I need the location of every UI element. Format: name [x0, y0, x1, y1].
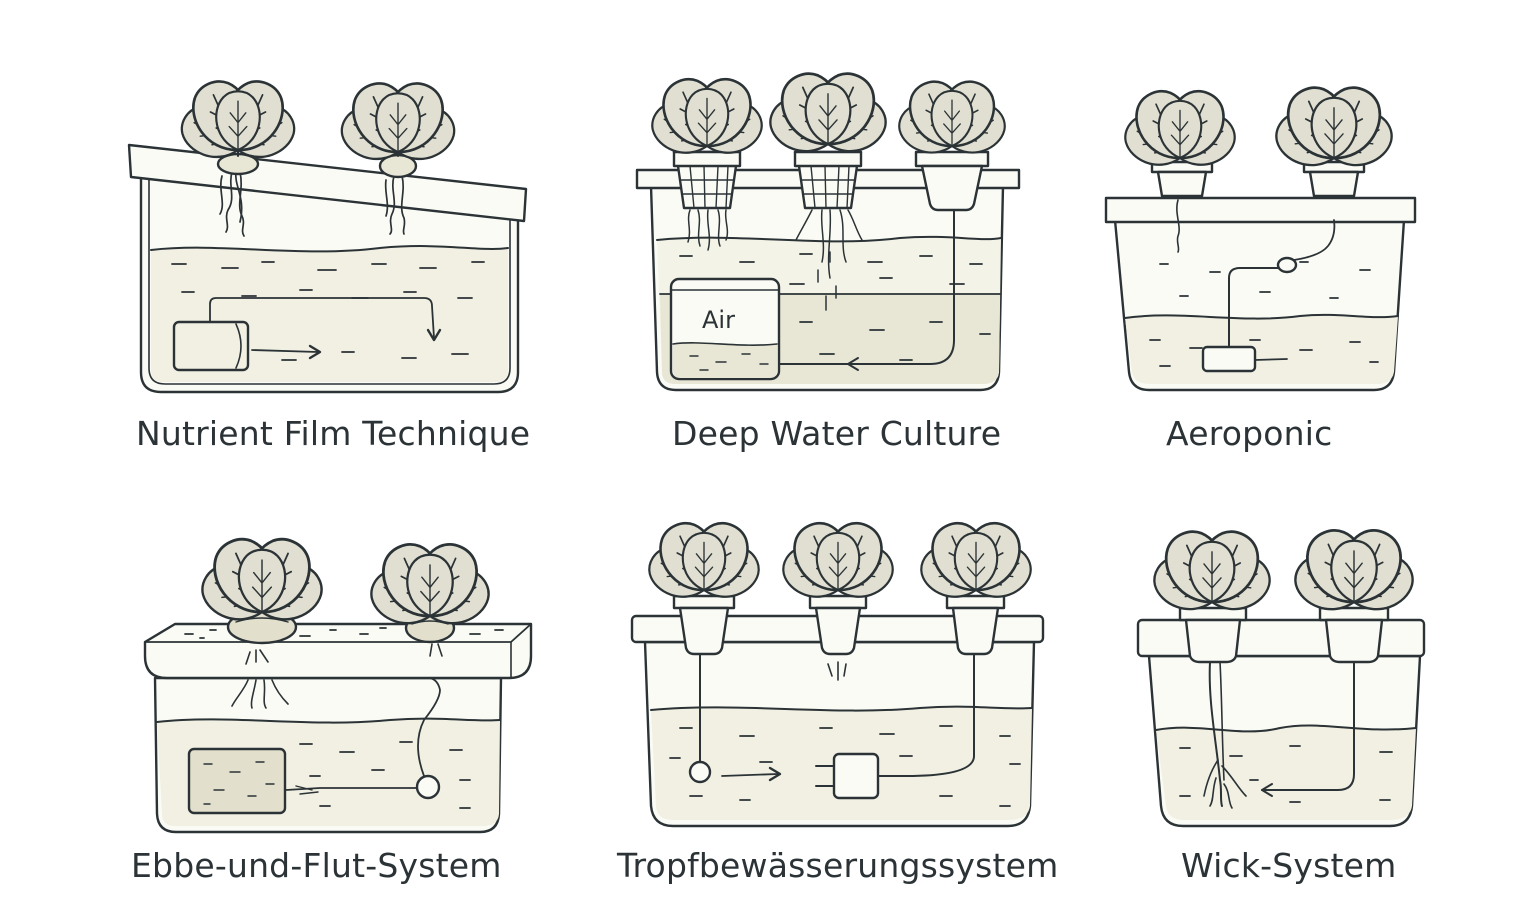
aeroponic-mister — [1276, 256, 1298, 274]
dwc-illustration — [635, 65, 1021, 392]
ebb-flow-illustration — [143, 530, 533, 834]
nft-illustration — [127, 73, 528, 394]
aeroponic-illustration — [1104, 79, 1417, 392]
label-ebb-flow: Ebbe-und-Flut-System — [131, 846, 502, 885]
label-dwc: Deep Water Culture — [672, 414, 1002, 453]
label-aeroponic: Aeroponic — [1166, 414, 1333, 453]
aeroponic-lid — [1104, 196, 1417, 224]
dwc-net-pot-2 — [793, 150, 863, 210]
dwc-net-pot-1 — [672, 150, 742, 210]
drip-emitter — [688, 760, 712, 784]
label-wick: Wick-System — [1181, 846, 1397, 885]
wick-illustration — [1136, 522, 1426, 828]
label-drip: Tropfbewässerungssystem — [617, 846, 1059, 885]
drip-illustration — [630, 515, 1045, 828]
drip-pump — [832, 752, 880, 800]
ebb-flow-pump — [187, 747, 287, 815]
wick-cord — [1208, 661, 1223, 807]
aeroponic-pump — [1201, 345, 1257, 373]
ebb-flow-float — [415, 774, 441, 800]
nft-pump — [172, 320, 250, 372]
ebb-flow-tray — [143, 622, 533, 680]
label-nft: Nutrient Film Technique — [136, 414, 531, 453]
dwc-air-label: Air — [702, 306, 735, 334]
